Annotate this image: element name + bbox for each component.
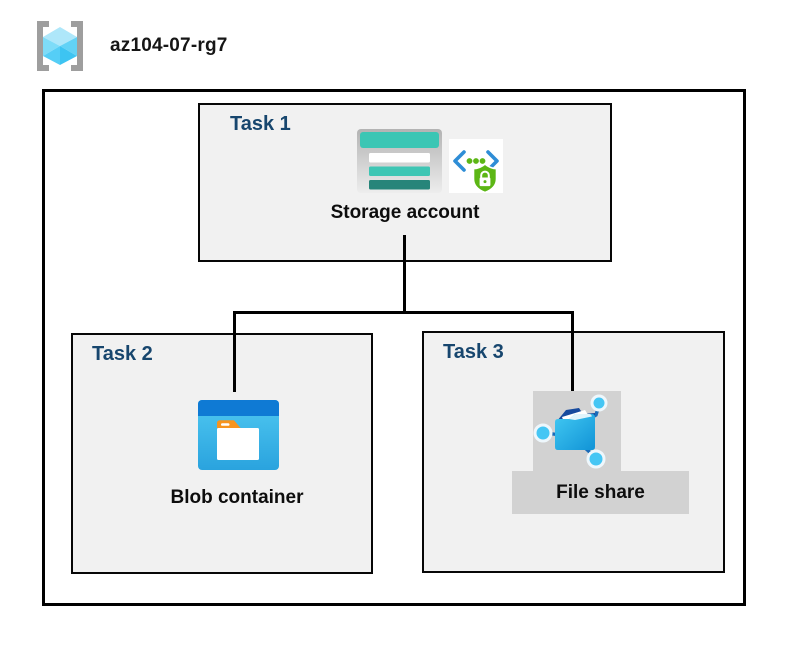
- resource-group-icon: [37, 21, 83, 71]
- storage-account-icon: [357, 129, 442, 193]
- task1-label: Task 1: [230, 113, 291, 135]
- task3-label: Task 3: [443, 341, 504, 363]
- resource-group-header: az104-07-rg7: [32, 20, 228, 72]
- secure-endpoint-icon: [449, 139, 503, 194]
- file-share-icon: [533, 391, 621, 471]
- connector-storage-to-blob: [233, 311, 236, 392]
- blob-container-icon: [198, 400, 279, 470]
- task2-label: Task 2: [92, 343, 153, 365]
- resource-group-name: az104-07-rg7: [110, 35, 228, 56]
- blob-container-label: Blob container: [170, 487, 304, 508]
- storage-account-label: Storage account: [330, 202, 480, 223]
- connector-storage-to-fileshare: [571, 311, 574, 391]
- connector-branch-horizontal: [233, 311, 574, 314]
- file-share-highlight: File share: [512, 471, 689, 514]
- task2-box: Task 2 Blob container: [71, 333, 373, 574]
- file-share-label: File share: [556, 481, 645, 503]
- connector-storage-stem: [403, 235, 406, 313]
